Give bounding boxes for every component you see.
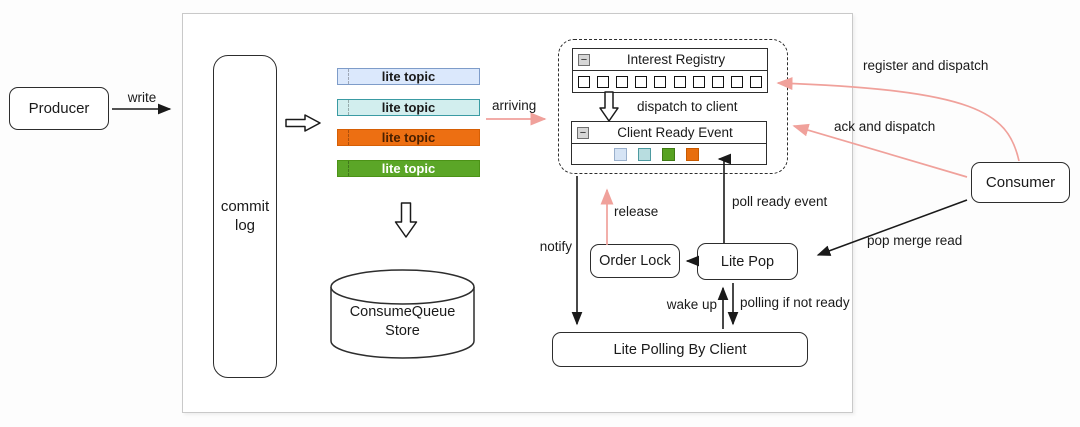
collapse-icon: −: [577, 126, 589, 139]
lite-topic-bar-1: lite topic: [337, 68, 480, 85]
order-lock-node: Order Lock: [590, 244, 680, 278]
consumer-label: Consumer: [985, 174, 1056, 191]
ready-event-square: [613, 147, 627, 161]
registry-slot: [711, 75, 724, 88]
lite-pop-node: Lite Pop: [697, 243, 798, 280]
consume-queue-store-label: ConsumeQueue Store: [349, 304, 456, 339]
interest-registry-slots: [573, 71, 767, 92]
client-ready-event-title: Client Ready Event: [617, 125, 733, 140]
lite-topic-label: lite topic: [381, 69, 436, 84]
notify-label: notify: [539, 239, 572, 254]
bar-segment-divider: [348, 100, 349, 115]
registry-slot: [749, 75, 762, 88]
write-label: write: [127, 90, 157, 105]
ready-event-square: [661, 147, 675, 161]
arriving-label: arriving: [492, 98, 537, 113]
ready-event-squares: [572, 144, 766, 164]
interest-registry-title: Interest Registry: [626, 52, 726, 67]
registry-slot: [654, 75, 667, 88]
bar-segment-divider: [348, 161, 349, 176]
registry-slot: [692, 75, 705, 88]
release-label: release: [614, 204, 659, 219]
registry-slot: [616, 75, 629, 88]
client-ready-event-header: − Client Ready Event: [572, 122, 766, 144]
client-ready-event-box: − Client Ready Event: [571, 121, 767, 165]
registry-slot: [730, 75, 743, 88]
lite-topic-bar-4: lite topic: [337, 160, 480, 177]
dispatch-to-client-label: dispatch to client: [637, 99, 738, 114]
registry-slot: [578, 75, 590, 88]
bar-segment-divider: [348, 130, 349, 145]
registry-slot: [597, 75, 610, 88]
collapse-icon: −: [578, 53, 590, 66]
lite-topic-bar-3: lite topic: [337, 129, 480, 146]
register-and-dispatch-label: register and dispatch: [863, 58, 989, 73]
ready-event-square: [685, 147, 699, 161]
lite-polling-label: Lite Polling By Client: [613, 341, 747, 358]
ready-event-square: [637, 147, 651, 161]
lite-pop-label: Lite Pop: [720, 253, 775, 270]
bar-segment-divider: [348, 69, 349, 84]
ack-and-dispatch-label: ack and dispatch: [834, 119, 936, 134]
lite-polling-node: Lite Polling By Client: [552, 332, 808, 367]
producer-node: Producer: [9, 87, 109, 130]
consumer-node: Consumer: [971, 162, 1070, 203]
registry-slot: [673, 75, 686, 88]
lite-topic-bar-2: lite topic: [337, 99, 480, 116]
poll-ready-event-label: poll ready event: [732, 194, 828, 209]
interest-registry-box: − Interest Registry: [572, 48, 768, 93]
producer-label: Producer: [28, 100, 90, 117]
lite-topic-label: lite topic: [381, 100, 436, 115]
commit-log-node: commit log: [213, 55, 277, 378]
wake-up-label: wake up: [666, 297, 717, 312]
lite-topic-label: lite topic: [381, 161, 436, 176]
polling-if-not-ready-label: polling if not ready: [740, 295, 850, 310]
pop-merge-read-label: pop merge read: [867, 233, 963, 248]
interest-registry-header: − Interest Registry: [573, 49, 767, 71]
commit-log-label: commit log: [220, 197, 270, 234]
registry-slot: [635, 75, 648, 88]
order-lock-label: Order Lock: [599, 253, 671, 269]
lite-topic-label: lite topic: [381, 130, 436, 145]
